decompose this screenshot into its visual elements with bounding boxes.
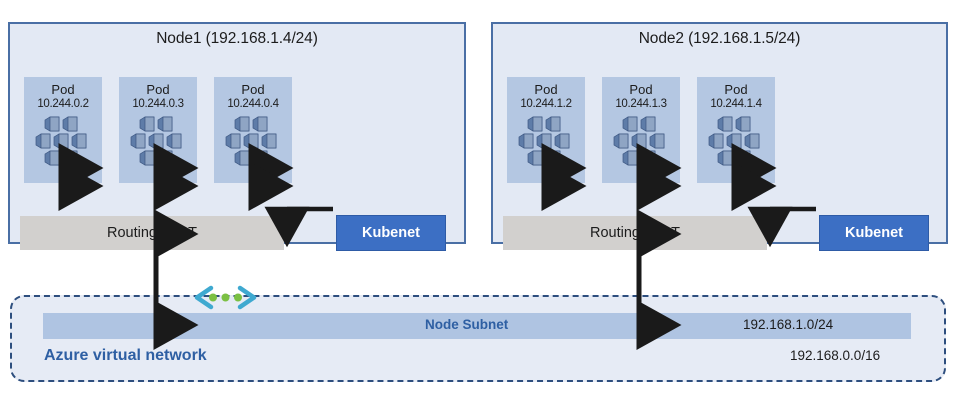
pod-cluster-icon [35, 116, 87, 165]
azure-virtual-network-label: Azure virtual network [44, 347, 207, 364]
node2-title: Node2 (192.168.1.5/24) [638, 30, 801, 47]
pod-label: Pod [146, 82, 170, 97]
pod-ip: 10.244.1.4 [710, 97, 762, 110]
pod-box-node1-2: Pod 10.244.0.3 [119, 77, 197, 183]
pod-ip: 10.244.0.3 [132, 97, 184, 110]
routing-nat-bar-node1: Routing / NAT [20, 216, 284, 250]
routing-nat-label: Routing / NAT [590, 225, 680, 241]
pod-ip: 10.244.1.2 [520, 97, 572, 110]
node-container-node1: Node1 (192.168.1.4/24) Pod 10.244.0.2 Po… [8, 22, 466, 251]
pod-ip: 10.244.0.4 [227, 97, 279, 110]
pod-cluster-icon [708, 116, 760, 165]
pod-box-node2-2: Pod 10.244.1.3 [602, 77, 680, 183]
pod-cluster-icon [613, 116, 665, 165]
pod-box-node1-1: Pod 10.244.0.2 [24, 77, 102, 183]
node-subnet-label: Node Subnet [425, 317, 509, 332]
pod-label: Pod [724, 82, 748, 97]
pod-label: Pod [534, 82, 558, 97]
node1-title: Node1 (192.168.1.4/24) [156, 30, 318, 47]
pod-ip: 10.244.0.2 [37, 97, 89, 110]
kubenet-box-node1: Kubenet [336, 215, 446, 251]
azure-virtual-network-cidr: 192.168.0.0/16 [790, 348, 881, 363]
pod-cluster-icon [518, 116, 570, 165]
pod-label: Pod [241, 82, 265, 97]
pod-box-node1-3: Pod 10.244.0.4 [214, 77, 292, 183]
routing-nat-label: Routing / NAT [107, 225, 197, 241]
kubenet-box-node2: Kubenet [819, 215, 929, 251]
kubenet-label: Kubenet [362, 225, 420, 241]
pod-ip: 10.244.1.3 [615, 97, 667, 110]
pod-label: Pod [51, 82, 75, 97]
node-subnet-cidr: 192.168.1.0/24 [743, 317, 834, 332]
pod-label: Pod [629, 82, 653, 97]
kubenet-label: Kubenet [845, 225, 903, 241]
node-container-node2: Node2 (192.168.1.5/24) Pod 10.244.1.2 Po… [491, 22, 948, 251]
node-subnet-bar: Node Subnet 192.168.1.0/24 [43, 313, 911, 339]
pod-cluster-icon [130, 116, 182, 165]
pod-box-node2-1: Pod 10.244.1.2 [507, 77, 585, 183]
pod-box-node2-3: Pod 10.244.1.4 [697, 77, 775, 183]
routing-nat-bar-node2: Routing / NAT [503, 216, 767, 250]
pod-cluster-icon [225, 116, 277, 165]
